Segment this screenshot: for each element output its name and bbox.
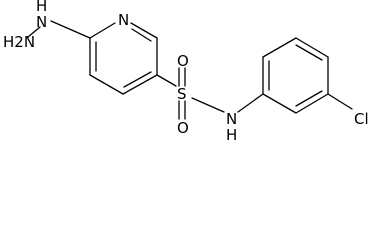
bond-c4-c5 — [89, 74, 124, 95]
bond-bz-c2-c3-inner — [295, 90, 323, 107]
atom-labels: H2N H N N S O O N H Cl — [3, 0, 369, 142]
bond-bz-c4-c5-inner — [295, 44, 323, 61]
bond-c6-n1 — [89, 22, 116, 39]
atom-label-oxygen-bottom: O — [177, 119, 189, 137]
atom-label-hydrazine-h: H — [36, 0, 47, 15]
bond-nh2-nh — [27, 26, 41, 38]
bond-nh-c6 — [50, 20, 91, 39]
chemical-structure-diagram: H2N H N N S O O N H Cl — [3, 0, 369, 142]
bond-c3-s — [156, 74, 177, 87]
bond-c3-cl — [327, 93, 353, 110]
bonds — [27, 20, 353, 120]
bond-n1-c2-inner — [131, 28, 152, 42]
atom-label-sulfur: S — [177, 85, 187, 103]
bond-bz-c2-c3 — [295, 93, 329, 114]
atom-label-hydrazine-nh2: H2N — [3, 33, 35, 51]
atom-label-amide-h: H — [226, 126, 237, 142]
atom-label-oxygen-top: O — [177, 52, 189, 70]
bond-n1-c2 — [130, 22, 158, 39]
bond-n-c1 — [237, 93, 264, 113]
bond-c3-c4 — [122, 74, 158, 95]
atom-label-amide-n: N — [226, 110, 237, 128]
bond-bz-c1-c2 — [262, 93, 297, 114]
atom-label-pyridine-n: N — [118, 11, 129, 29]
bond-bz-c4-c5 — [295, 37, 329, 58]
atom-label-hydrazine-n: N — [36, 13, 47, 31]
bond-c3-c4-inner — [123, 71, 152, 88]
bond-bz-c5-c6 — [262, 37, 297, 58]
atom-label-chlorine: Cl — [354, 110, 369, 128]
bond-s-n — [191, 97, 225, 113]
